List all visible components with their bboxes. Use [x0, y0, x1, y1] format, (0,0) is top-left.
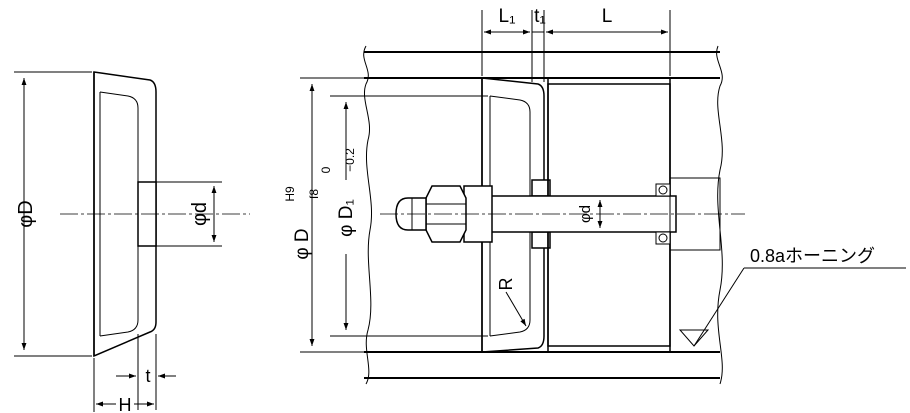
honing-leader [693, 267, 745, 347]
oring-top-circle [658, 185, 668, 195]
right-assembly-view: R L₁ t₁ L [283, 6, 906, 385]
surface-finish-triangle [678, 329, 710, 347]
piston-cup-outline [481, 77, 545, 353]
L-label: L [602, 6, 613, 27]
right-phi-D-label: φ D [292, 228, 313, 259]
t1-label: t₁ [534, 6, 546, 27]
left-disc-outline [93, 71, 157, 358]
right-phi-D1-label: φ D₁ [336, 199, 357, 237]
oring-bottom-circle [658, 233, 668, 243]
left-H-label-bg [116, 396, 134, 413]
tube-break-line-left [363, 45, 373, 385]
tolerance-lower: −0.2 [343, 148, 357, 172]
tolerance-upper: 0 [319, 166, 333, 173]
L1-label: L₁ [499, 6, 516, 27]
R-label: R [496, 278, 516, 291]
tube-break-line-right [716, 45, 723, 385]
left-t-label: t [145, 366, 150, 386]
right-phi-d-label: φd [577, 205, 594, 223]
left-phi-D-label: φD [15, 200, 37, 227]
left-part-view: φD φd t H [14, 71, 250, 413]
honing-label: 0.8aホーニング [750, 246, 875, 266]
R-leader [505, 291, 527, 327]
left-phi-d-label: φd [189, 202, 211, 226]
tolerance-H9: H9 [283, 186, 297, 202]
left-H-label: H [119, 395, 132, 413]
D1-label-bg [336, 180, 358, 254]
tolerance-f8: f8 [307, 189, 321, 199]
